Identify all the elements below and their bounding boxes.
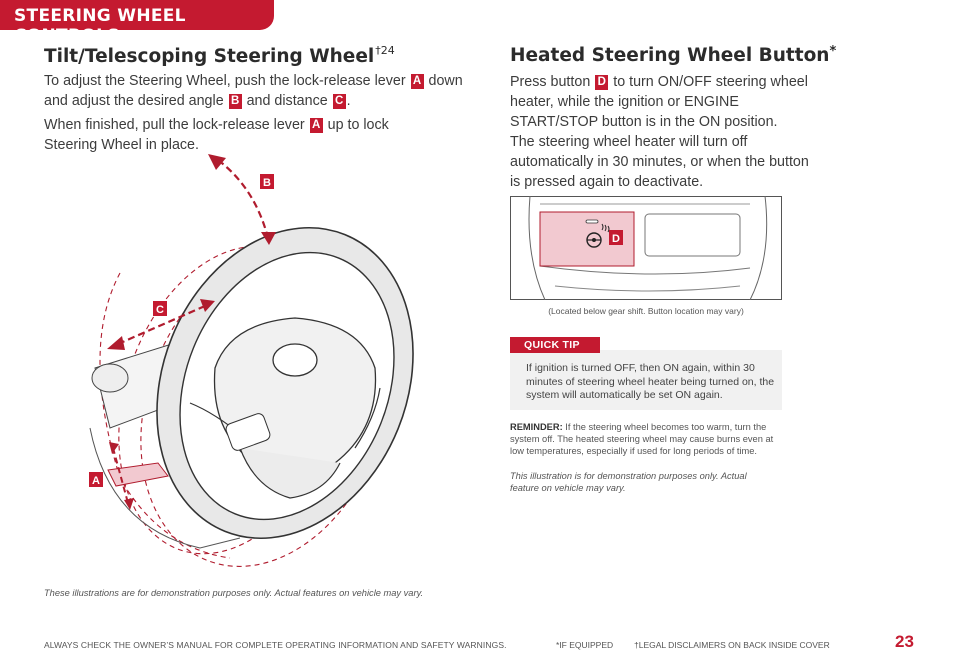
label-b-box (260, 174, 274, 189)
label-a-badge: A (410, 74, 424, 89)
telescope-arrowhead-left (107, 336, 125, 350)
lock-release-lever (107, 462, 169, 487)
section-title: STEERING WHEEL CONTROLS (14, 6, 186, 46)
reminder-label: REMINDER: (510, 422, 563, 432)
label-a-badge-2: A (309, 118, 323, 133)
tilt-p2-text-a: When finished, pull the lock-release lev… (44, 117, 309, 133)
tilt-arrowhead-bottom (261, 232, 276, 245)
quick-tip-box (510, 350, 782, 410)
reminder-text: If the steering wheel becomes too warm, … (510, 422, 774, 456)
indicator-light (585, 219, 599, 224)
tilt-lock-paragraph: When finished, pull the lock-release lev… (44, 115, 444, 155)
panel-caption: (Located below gear shift. Button locati… (548, 306, 744, 316)
tilt-p1-text-a: To adjust the Steering Wheel, push the l… (44, 73, 410, 89)
lower-dash-panel (89, 427, 241, 549)
tilt-p1-text-c: and distance (242, 93, 332, 109)
console-vent (644, 213, 741, 257)
console-inner-curve (539, 265, 751, 275)
heated-p1-text-b: to turn ON/OFF steering wheel heater, wh… (510, 74, 808, 130)
tilt-instructions-paragraph: To adjust the Steering Wheel, push the l… (44, 71, 464, 111)
telescope-arrowhead-right (200, 299, 215, 312)
console-outline-left (528, 196, 546, 300)
console-lower-curve (554, 285, 741, 292)
spoke-bottom (239, 447, 341, 499)
tilt-arrowhead-top (208, 154, 226, 170)
wheel-control-pad (225, 413, 271, 451)
lever-arrowhead-down (124, 498, 134, 510)
column-stalk (91, 363, 129, 393)
footer-warning: ALWAYS CHECK THE OWNER’S MANUAL FOR COMP… (44, 640, 507, 650)
label-d-box (609, 230, 623, 245)
label-d-badge: D (595, 75, 609, 90)
steering-wheel-illustration: B C A (89, 154, 414, 567)
footer-if-equipped: *IF EQUIPPED (556, 640, 614, 650)
label-a-box (89, 472, 103, 487)
heated-auto-off-paragraph: The steering wheel heater will turn off … (510, 134, 809, 190)
steering-wheel-emblem (272, 343, 318, 377)
quick-tip-label: QUICK TIP (510, 337, 600, 353)
heated-button-panel-illustration: D (510, 196, 782, 300)
heated-wheel-icon (586, 223, 610, 248)
tilt-p1-text-d: . (346, 93, 351, 109)
console-outline-right (749, 196, 768, 300)
label-c-badge: C (332, 94, 346, 109)
heated-title-text: Heated Steering Wheel Button (510, 45, 830, 66)
tilt-title-superscript: †24 (375, 44, 395, 57)
label-c-box (153, 301, 167, 316)
quick-tip-text: If ignition is turned OFF, then ON again… (526, 362, 775, 401)
heated-demo-note: This illustration is for demonstration p… (510, 471, 747, 493)
heated-section-title: Heated Steering Wheel Button* (510, 44, 836, 66)
tilt-title-text: Tilt/Telescoping Steering Wheel (44, 46, 375, 67)
label-a-text: A (92, 475, 100, 487)
heated-instructions-paragraph: Press button D to turn ON/OFF steering w… (510, 72, 820, 132)
tilt-arrow-b (217, 159, 270, 239)
spoke-right (354, 387, 381, 449)
reminder-paragraph: REMINDER: If the steering wheel becomes … (510, 421, 785, 457)
lever-arrowhead-up (109, 442, 119, 454)
page-number: 23 (895, 632, 914, 651)
heated-title-marker: * (829, 44, 837, 59)
telescope-arrow-c (117, 304, 206, 346)
tilt-p1-text-b: down and adjust the desired angle (44, 73, 463, 109)
tilt-section-title: Tilt/Telescoping Steering Wheel†24 (44, 44, 395, 67)
label-d-text: D (612, 233, 620, 245)
label-b-text: B (263, 177, 271, 189)
footer-legal-disclaimer: †LEGAL DISCLAIMERS ON BACK INSIDE COVER (634, 640, 830, 650)
section-header-tab: STEERING WHEEL CONTROLS (0, 0, 274, 46)
label-b-badge: B (228, 94, 242, 109)
label-c-text: C (156, 304, 164, 316)
tilt-p2-text-b: up to lock Steering Wheel in place. (44, 117, 389, 153)
heated-p1-text-a: Press button (510, 74, 595, 90)
tilt-disclaimer: These illustrations are for demonstratio… (44, 588, 424, 598)
